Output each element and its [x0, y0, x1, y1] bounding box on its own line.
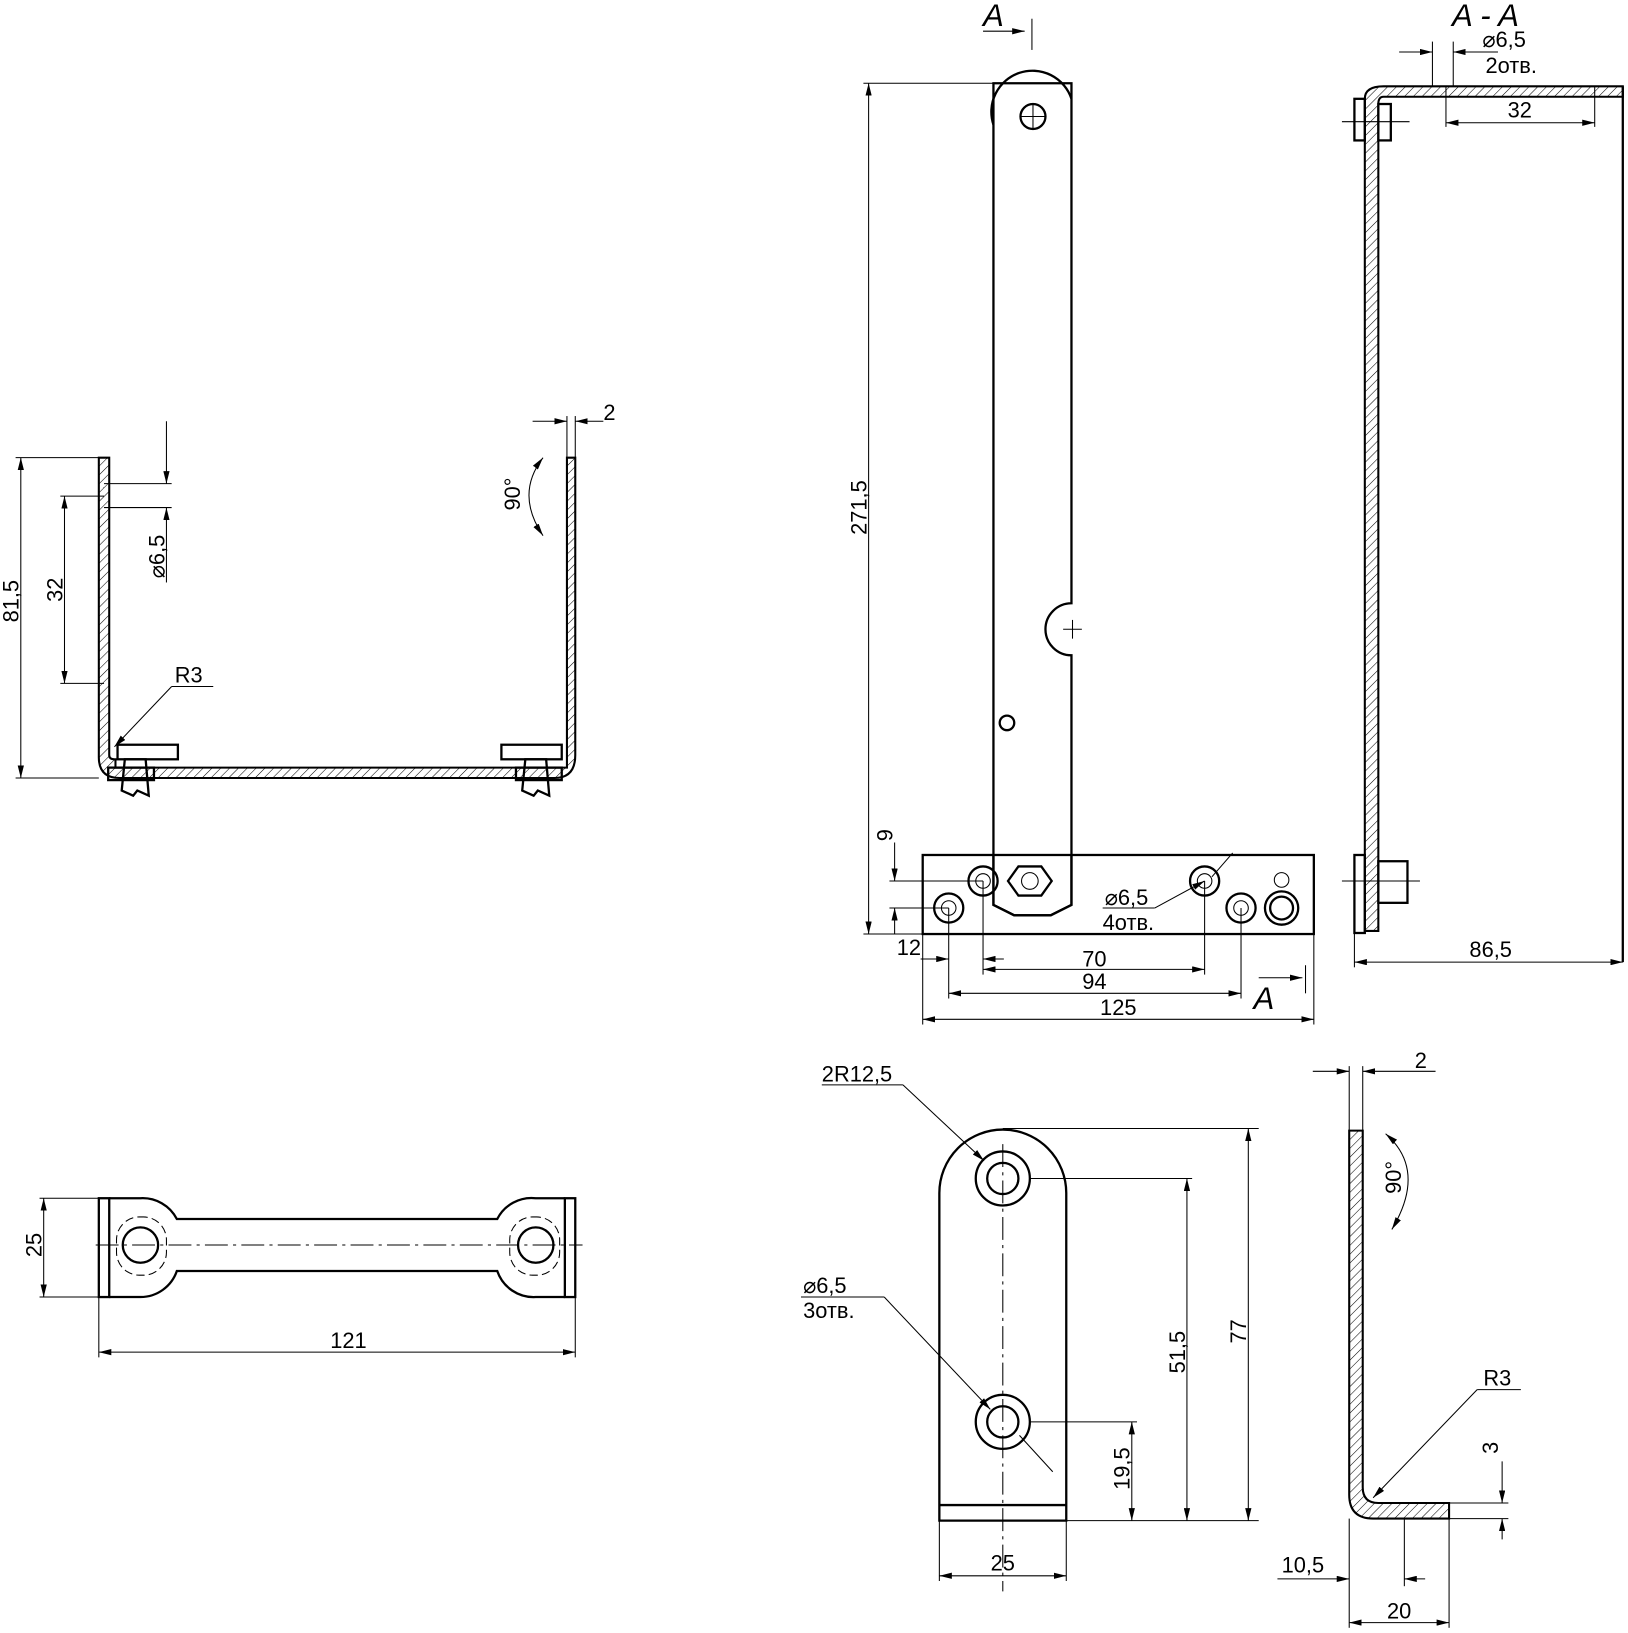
side-dim-radius: R3	[1483, 1365, 1511, 1390]
section-profile	[1363, 85, 1624, 932]
dim-19-5: 19,5	[1110, 1447, 1135, 1489]
dim-radius: R3	[175, 662, 203, 687]
dim-angle: 90°	[500, 478, 525, 511]
fastener-left	[107, 743, 180, 798]
dim-125: 125	[1100, 995, 1136, 1020]
front-view: 271,5 9 12 70 94 125 ⌀6,5 4отв. A A	[847, 0, 1315, 1025]
section-mark-top: A	[981, 0, 1004, 33]
bracket-hole-dia: ⌀6,5	[803, 1273, 847, 1298]
dim-height-271-5: 271,5	[847, 480, 872, 535]
side-dim-10-5: 10,5	[1282, 1553, 1324, 1578]
dim-94: 94	[1082, 969, 1106, 994]
bracket-side-view: 2 90° R3 3 10,5 20	[1277, 1048, 1521, 1628]
dim-9: 9	[873, 829, 898, 841]
hole-left	[121, 1226, 160, 1264]
bar-top-view: 25 121	[22, 1196, 583, 1358]
dim-bar-width: 25	[22, 1233, 47, 1257]
dim-bar-length: 121	[330, 1328, 366, 1353]
dim-32: 32	[42, 578, 67, 602]
front-hole-count: 4отв.	[1103, 910, 1154, 935]
u-bracket-section-view: 81,5 32 ⌀6,5 2 90° R3	[0, 400, 615, 798]
side-dim-3: 3	[1478, 1442, 1503, 1454]
side-dim-thickness: 2	[1415, 1048, 1427, 1073]
side-dim-angle: 90°	[1381, 1161, 1406, 1194]
bracket-hole-count: 3отв.	[803, 1298, 854, 1323]
dim-77: 77	[1226, 1319, 1251, 1343]
dim-hole-dia: ⌀6,5	[144, 535, 169, 578]
dim-51-5: 51,5	[1165, 1331, 1190, 1373]
section-dim-32: 32	[1508, 98, 1532, 123]
section-title: A - A	[1450, 0, 1519, 33]
front-hole-dia: ⌀6,5	[1105, 885, 1149, 910]
section-dim-86-5: 86,5	[1469, 937, 1511, 962]
dim-12: 12	[897, 935, 921, 960]
bracket-front-view: 77 51,5 19,5 25 2R12,5 ⌀6,5 3отв.	[800, 1062, 1259, 1592]
dim-2r12-5: 2R12,5	[822, 1062, 892, 1087]
small-hole	[998, 714, 1016, 732]
hex-nut	[1006, 865, 1054, 897]
dim-70: 70	[1082, 946, 1106, 971]
section-a-a-view: A - A ⌀6,5 2отв. 32 86,5	[1341, 0, 1624, 968]
section-hole-count: 2отв.	[1485, 53, 1536, 78]
section-hole-dia: ⌀6,5	[1482, 27, 1526, 52]
dim-thickness: 2	[603, 400, 615, 425]
base-plate	[921, 853, 1315, 936]
u-bracket-profile	[97, 456, 577, 780]
dim-bracket-width: 25	[991, 1551, 1015, 1576]
section-mark-bottom: A	[1252, 981, 1275, 1016]
side-dim-20: 20	[1387, 1598, 1411, 1623]
dim-81-5: 81,5	[0, 580, 24, 622]
fastener-right	[500, 743, 563, 798]
